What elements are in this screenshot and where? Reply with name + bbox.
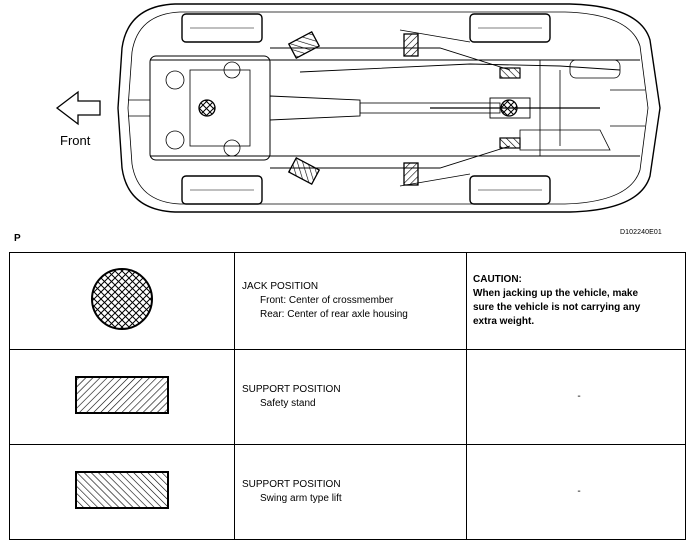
safety-stand-description-cell: SUPPORT POSITION Safety stand xyxy=(234,349,467,445)
vehicle-body xyxy=(117,3,661,213)
swing-arm-lift-point-front-left xyxy=(287,30,321,60)
caution-cell: CAUTION: When jacking up the vehicle, ma… xyxy=(466,252,686,350)
safety-stand-title: SUPPORT POSITION xyxy=(242,384,341,395)
jack-front-line: Front: Center of crossmember xyxy=(260,295,394,306)
figure-id: D102240E01 xyxy=(620,229,662,236)
jack-description-cell: JACK POSITION Front: Center of crossmemb… xyxy=(234,252,467,350)
safety-stand-note-cell: - xyxy=(466,349,686,445)
swing-arm-description-cell: SUPPORT POSITION Swing arm type lift xyxy=(234,444,467,540)
jack-title: JACK POSITION xyxy=(242,281,319,292)
legend-table: JACK POSITION Front: Center of crossmemb… xyxy=(9,252,686,540)
legend-row-swing-arm: SUPPORT POSITION Swing arm type lift - xyxy=(9,444,686,540)
front-arrow-icon xyxy=(55,90,101,126)
jack-rear-line: Rear: Center of rear axle housing xyxy=(260,309,408,320)
caution-text: When jacking up the vehicle, make sure t… xyxy=(473,288,641,327)
swing-arm-symbol-cell xyxy=(9,444,235,540)
jack-symbol-cell xyxy=(9,252,235,350)
swing-arm-lift-point-rear-left xyxy=(499,67,521,79)
legend-row-jack: JACK POSITION Front: Center of crossmemb… xyxy=(9,252,686,350)
front-label: Front xyxy=(60,133,91,148)
swing-arm-lift-icon xyxy=(75,470,169,509)
safety-stand-point-left xyxy=(403,33,419,57)
vehicle-underbody-diagram xyxy=(55,3,661,213)
swing-arm-lift-point-rear-right xyxy=(499,137,521,149)
safety-stand-line: Safety stand xyxy=(260,398,316,409)
jack-position-icon xyxy=(91,267,153,330)
jack-point-rear xyxy=(500,99,518,117)
swing-arm-note-cell: - xyxy=(466,444,686,540)
swing-arm-title: SUPPORT POSITION xyxy=(242,479,341,490)
swing-arm-lift-point-front-right xyxy=(287,156,321,186)
swing-arm-line: Swing arm type lift xyxy=(260,493,342,504)
page-marker: P xyxy=(14,233,21,244)
safety-stand-symbol-cell xyxy=(9,349,235,445)
safety-stand-icon xyxy=(75,375,169,414)
legend-row-safety-stand: SUPPORT POSITION Safety stand - xyxy=(9,349,686,445)
jack-point-front xyxy=(198,99,216,117)
safety-stand-point-right xyxy=(403,162,419,186)
caution-title: CAUTION: xyxy=(473,274,522,285)
